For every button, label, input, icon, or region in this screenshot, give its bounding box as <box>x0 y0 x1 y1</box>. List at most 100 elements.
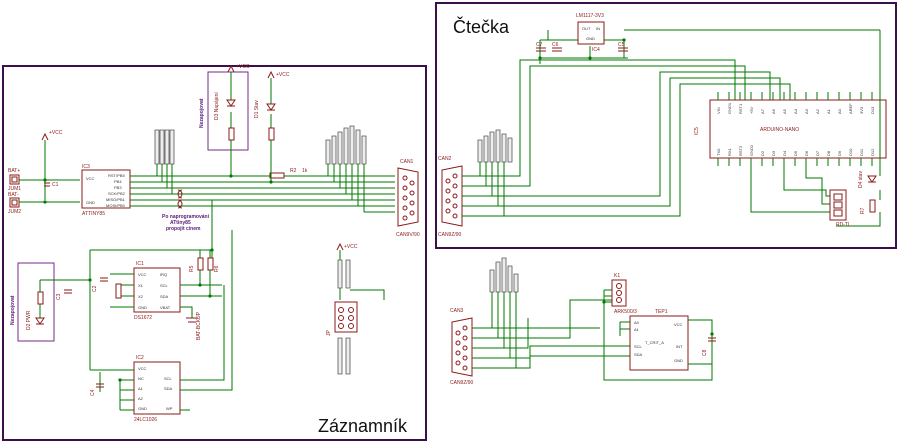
svg-text:IC2: IC2 <box>136 355 144 361</box>
svg-text:VBAT: VBAT <box>160 305 171 310</box>
svg-text:D11: D11 <box>859 148 864 156</box>
svg-text:A1: A1 <box>138 386 144 391</box>
svg-text:TEP1: TEP1 <box>655 309 668 315</box>
ctecka-frame <box>435 2 897 249</box>
svg-text:A0: A0 <box>634 320 640 325</box>
programming-note-3: propojit cínem <box>166 226 201 232</box>
can2-net-tags <box>477 129 513 163</box>
bat-backup-label: BAT-BCKUP <box>196 311 202 340</box>
svg-text:VCC: VCC <box>86 176 95 181</box>
svg-text:D3: D3 <box>771 150 776 156</box>
solder-jumpers <box>177 189 183 209</box>
ctecka-title: Čtečka <box>453 16 510 37</box>
svg-text:A5: A5 <box>782 108 787 114</box>
svg-text:RD-TL: RD-TL <box>836 222 851 228</box>
svg-text:LM1117-3V3: LM1117-3V3 <box>576 13 604 19</box>
svg-text:IC4: IC4 <box>592 47 600 53</box>
c8-label: C8 <box>702 349 708 356</box>
ic3-chip: IC3 ATTINY85 VCC GND RST/PB5 PB4 PB3 SCK… <box>81 164 131 217</box>
ic5-arduino-nano: IC5 ARDUINO-NANO <box>694 99 887 159</box>
r7-resistor <box>869 199 876 213</box>
svg-text:D7: D7 <box>815 150 820 156</box>
k1-terminal: K1 ARK500/3 <box>611 273 637 315</box>
can2-connector: CAN2 CAN9Z/90 <box>438 156 463 238</box>
svg-text:A6: A6 <box>771 108 776 114</box>
svg-text:DS1672: DS1672 <box>134 315 152 321</box>
svg-text:ARK500/3: ARK500/3 <box>614 309 637 315</box>
svg-text:+5V: +5V <box>749 106 754 114</box>
svg-text:RST/PB5: RST/PB5 <box>108 173 125 178</box>
svg-text:IN: IN <box>596 26 600 31</box>
svg-text:SCK/PB2: SCK/PB2 <box>108 191 126 196</box>
svg-text:VCC: VCC <box>138 272 147 277</box>
tep1-sensor: TEP1 T_CRIT_A A0 A1 SCL SDA VCC INT GND <box>629 309 689 371</box>
zaznamnik-title: Záznamník <box>318 416 408 436</box>
d3-label: D3 Napájení <box>214 92 220 120</box>
svg-text:D5: D5 <box>793 150 798 156</box>
svg-text:GND2: GND2 <box>749 144 754 156</box>
svg-text:MISO/PB1: MISO/PB1 <box>106 197 126 202</box>
svg-text:CAN9Z/90: CAN9Z/90 <box>450 380 474 386</box>
svg-text:SDA: SDA <box>634 352 643 357</box>
d2-note: Nezapojovat <box>10 295 16 325</box>
ic2-chip: IC2 24LC1026 VCC NC A1 A2 GND SCL SDA WP <box>133 355 181 423</box>
svg-text:A4: A4 <box>793 108 798 114</box>
svg-text:JP: JP <box>326 330 332 337</box>
svg-text:D12: D12 <box>870 148 875 156</box>
svg-text:AREF: AREF <box>848 103 853 114</box>
d4-label: D4 stav <box>858 171 864 188</box>
svg-text:D2: D2 <box>760 150 765 156</box>
ic1-chip: IC1 DS1672 VCC X1 X2 GND IRQ SCL SDA VBA… <box>133 261 181 321</box>
svg-text:D10: D10 <box>848 148 853 156</box>
svg-text:CAN9Z/90: CAN9Z/90 <box>438 232 462 238</box>
r2-resistor <box>269 172 285 179</box>
svg-text:X2: X2 <box>138 294 144 299</box>
r6-resistor <box>207 257 214 271</box>
svg-text:PB4: PB4 <box>114 179 122 184</box>
vcc-symbol-4: +VCC <box>344 244 358 250</box>
c4-label: C4 <box>90 389 96 396</box>
svg-text:RX1: RX1 <box>727 147 732 156</box>
svg-text:D9: D9 <box>837 150 842 156</box>
svg-text:CAN1: CAN1 <box>400 159 414 165</box>
r5-resistor <box>197 257 204 271</box>
svg-text:GND: GND <box>86 200 95 205</box>
svg-text:BAT-: BAT- <box>8 192 19 198</box>
svg-text:D8: D8 <box>826 150 831 156</box>
svg-text:IC5: IC5 <box>694 127 700 135</box>
vcc-symbol-1: +VCC <box>49 130 63 136</box>
svg-text:CAN9V/90: CAN9V/90 <box>396 232 420 238</box>
svg-text:RST1: RST1 <box>738 103 743 114</box>
d3-note: Nezapojovat <box>199 98 205 128</box>
jum2-connector: BAT- JUM2 <box>8 192 21 215</box>
c2-label: C2 <box>92 285 98 292</box>
programming-note-1: Po naprogramování <box>162 214 210 220</box>
svg-text:VIN: VIN <box>716 107 721 114</box>
svg-text:INT: INT <box>676 344 683 349</box>
svg-text:CAN2: CAN2 <box>438 156 452 162</box>
svg-text:SCL: SCL <box>164 376 173 381</box>
svg-text:RST2: RST2 <box>738 145 743 156</box>
c7-label: C7 <box>536 42 543 48</box>
svg-text:SDA: SDA <box>164 386 173 391</box>
svg-text:GND: GND <box>138 406 147 411</box>
vcc-symbol-3: +VCC <box>276 72 290 78</box>
svg-text:T_CRIT_A: T_CRIT_A <box>645 340 664 345</box>
svg-text:A7: A7 <box>760 108 765 114</box>
svg-text:CAN3: CAN3 <box>450 308 464 314</box>
svg-text:VCC: VCC <box>138 366 147 371</box>
svg-text:SCL: SCL <box>634 344 643 349</box>
svg-text:K1: K1 <box>614 273 620 279</box>
svg-text:ARDUINO-NANO: ARDUINO-NANO <box>760 127 799 133</box>
svg-text:IC1: IC1 <box>136 261 144 267</box>
svg-text:D13: D13 <box>870 106 875 114</box>
ic5-pins: VIN GND1 RST1 +5V A7 A6 A5 A4 A3 A2 A1 A… <box>716 102 875 156</box>
junction-dots <box>43 38 714 382</box>
svg-text:A1: A1 <box>826 108 831 114</box>
d2-label: D2 PWR <box>26 310 32 330</box>
svg-text:A0: A0 <box>837 108 842 114</box>
svg-text:GND: GND <box>586 36 595 41</box>
svg-text:VCC: VCC <box>674 322 683 327</box>
jp-header: JP <box>326 301 358 337</box>
